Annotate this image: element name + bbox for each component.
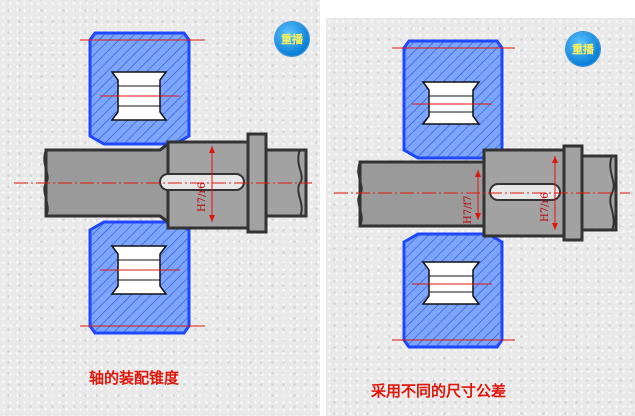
right-gear bbox=[392, 39, 515, 349]
right-fit-label-2: H7/r6 bbox=[540, 192, 551, 222]
left-shaft: H7/r6 bbox=[14, 132, 312, 234]
left-gear bbox=[80, 31, 205, 335]
right-shaft: H7/f7 H7/r6 bbox=[334, 144, 630, 242]
right-fit-label-1: H7/f7 bbox=[463, 195, 474, 224]
left-caption: 轴的装配锥度 bbox=[89, 369, 180, 387]
left-fit-label: H7/r6 bbox=[197, 182, 208, 212]
left-replay-button[interactable]: 重播 bbox=[275, 22, 309, 56]
right-replay-button[interactable]: 重播 bbox=[566, 32, 600, 66]
right-caption: 采用不同的尺寸公差 bbox=[371, 382, 507, 400]
